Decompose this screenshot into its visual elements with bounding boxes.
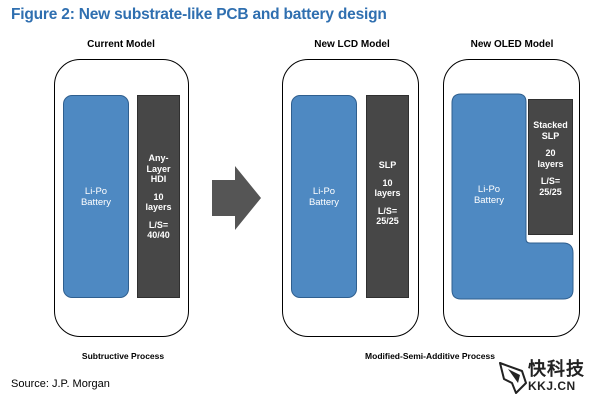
pcb-text: layers: [145, 202, 172, 212]
watermark-cn: 快科技: [528, 359, 585, 379]
watermark-en: KKJ.CN: [528, 379, 576, 393]
pcb-lcd: SLP 10 layers L/S= 25/25: [366, 95, 409, 298]
pcb-text: L/S=: [377, 205, 398, 216]
column-title-current: Current Model: [87, 39, 155, 50]
pcb-text: 20: [545, 148, 556, 158]
battery-label-line1: Li-Po: [312, 185, 336, 197]
pcb-oled: Stacked SLP 20 layers L/S= 25/25: [528, 99, 573, 235]
pcb-text: L/S=: [148, 219, 169, 230]
pcb-text: 40/40: [147, 230, 170, 240]
pcb-text: 10: [382, 177, 393, 188]
pcb-text: 25/25: [376, 216, 399, 226]
battery-lcd: Li-Po Battery: [291, 95, 357, 298]
battery-label-line1: Li-Po: [478, 184, 500, 195]
pcb-text: SLP: [378, 160, 397, 170]
battery-label-line2: Battery: [80, 196, 112, 208]
pcb-text: HDI: [150, 174, 167, 184]
battery-label-line2: Battery: [308, 196, 340, 208]
battery-label-line1: Li-Po: [84, 185, 108, 197]
pcb-current: Any- Layer HDI 10 layers L/S= 40/40: [137, 95, 180, 298]
phone-lcd: Li-Po Battery SLP 10 layers L/S= 25/25: [282, 59, 419, 337]
phone-current: Li-Po Battery Any- Layer HDI 10 layers L…: [54, 59, 189, 337]
pcb-text: 10: [153, 191, 164, 202]
watermark: 快科技 KKJ.CN: [498, 355, 598, 399]
pcb-text: Stacked: [533, 120, 568, 130]
battery-label-line2: Battery: [474, 195, 504, 206]
source-note: Source: J.P. Morgan: [11, 378, 110, 390]
column-title-oled: New OLED Model: [470, 39, 554, 50]
pcb-text: layers: [537, 158, 564, 169]
pcb-text: layers: [374, 188, 401, 198]
pcb-text: Any-: [148, 153, 169, 163]
right-arrow-icon: [212, 166, 261, 230]
process-label-msap: Modified-Semi-Additive Process: [365, 351, 495, 361]
pcb-text: SLP: [541, 130, 560, 141]
pcb-text: Layer: [146, 163, 171, 174]
process-label-subtractive: Subtructive Process: [81, 351, 165, 361]
battery-current: Li-Po Battery: [63, 95, 129, 298]
column-title-lcd: New LCD Model: [314, 39, 390, 50]
battery-oled: Li-Po Battery: [451, 93, 574, 300]
pcb-text: 25/25: [539, 186, 562, 197]
phone-oled: Li-Po Battery Stacked SLP 20 layers L/S=…: [443, 59, 580, 337]
bird-logo-icon: [499, 362, 527, 394]
pcb-text: L/S=: [540, 176, 561, 186]
page-title: Figure 2: New substrate-like PCB and bat…: [11, 6, 387, 23]
